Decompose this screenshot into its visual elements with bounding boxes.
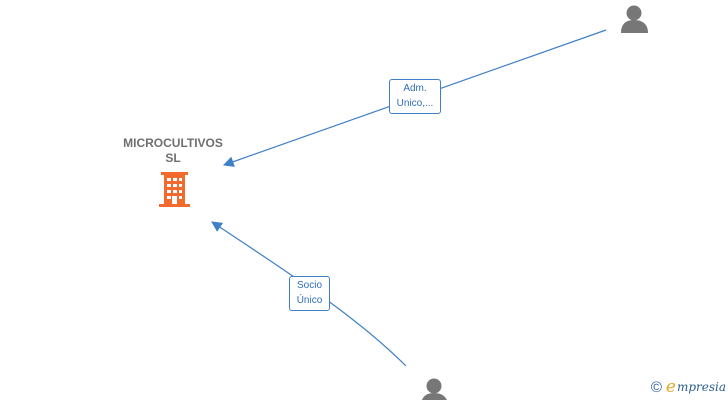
building-icon[interactable] xyxy=(159,172,190,207)
person-icon[interactable] xyxy=(421,378,448,400)
company-name-line2: SL xyxy=(165,151,181,165)
company-name[interactable]: MICROCULTIVOS SL xyxy=(113,136,233,166)
empresia-watermark: © e mpresia xyxy=(651,377,726,397)
brand-initial: e xyxy=(665,377,676,397)
relation-label-line1: Adm. xyxy=(403,83,427,94)
person-icon[interactable] xyxy=(621,5,648,34)
relation-label-line2: Unico,... xyxy=(396,98,434,109)
brand-name: mpresia xyxy=(676,380,726,394)
relation-label-adm[interactable]: Adm. Unico,... xyxy=(389,79,441,114)
relation-label-line1: Socio xyxy=(296,280,322,291)
relation-label-socio[interactable]: Socio Único xyxy=(289,276,330,311)
copyright-symbol: © xyxy=(650,378,662,396)
company-name-line1: MICROCULTIVOS xyxy=(123,136,223,150)
relation-label-line2: Único xyxy=(296,295,323,306)
